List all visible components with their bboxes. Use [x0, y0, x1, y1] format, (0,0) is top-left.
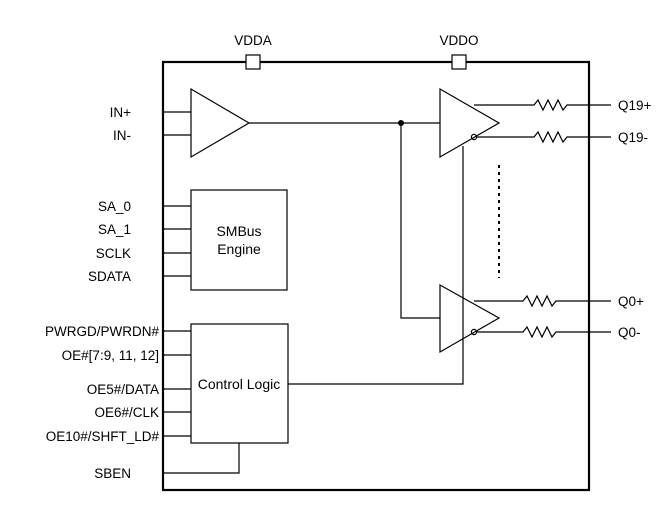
output-buffer-q0	[439, 283, 611, 354]
control-pin-pwrgd: PWRGD/PWRDN#	[45, 324, 159, 339]
control-pin-oe6: OE6#/CLK	[94, 405, 159, 420]
control-pin-oe5: OE5#/DATA	[87, 382, 159, 397]
control-logic-block	[190, 323, 289, 444]
vdda-label: VDDA	[234, 33, 272, 48]
sben-wire	[163, 443, 240, 474]
sben-label: SBEN	[94, 466, 131, 481]
in-neg-label: IN-	[113, 128, 131, 143]
control-pin-oe10: OE10#/SHFT_LD#	[46, 429, 160, 444]
control-logic-title: Control Logic	[198, 376, 281, 392]
smbus-title-line2: Engine	[217, 241, 261, 257]
output-enable-bus	[288, 146, 464, 385]
q0-neg-label: Q0-	[618, 325, 641, 340]
smbus-pin-sa1: SA_1	[98, 222, 131, 237]
smbus-title-line1: SMBus	[216, 223, 261, 239]
smbus-pin-sa0: SA_0	[98, 199, 131, 214]
vdda-pin	[245, 54, 261, 70]
output-buffer-q19	[439, 87, 611, 159]
smbus-engine-block	[190, 189, 288, 291]
q19-pos-label: Q19+	[618, 98, 652, 113]
vddo-label: VDDO	[439, 33, 478, 48]
clock-path-wire-lower	[400, 123, 440, 319]
q0-pos-label: Q0+	[618, 294, 644, 309]
smbus-pin-sclk: SCLK	[96, 246, 131, 261]
in-pos-label: IN+	[110, 105, 132, 120]
smbus-pin-sdata: SDATA	[88, 269, 131, 284]
input-buffer	[163, 87, 251, 159]
control-pin-oe-group: OE#[7:9, 11, 12]	[62, 348, 159, 363]
vddo-pin	[451, 54, 467, 70]
q19-neg-label: Q19-	[618, 130, 648, 145]
